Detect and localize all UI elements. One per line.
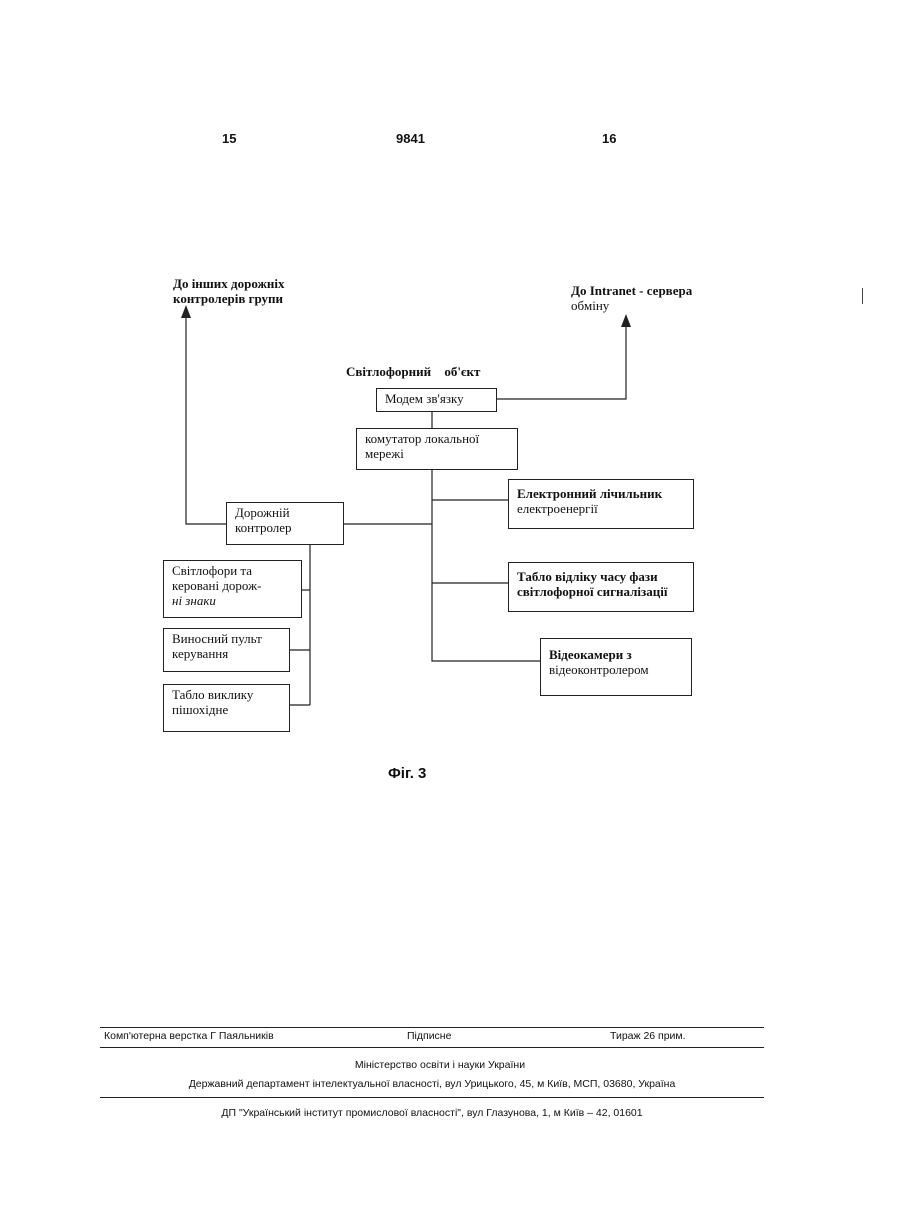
footer-department: Державний департамент інтелектуальної вл…	[0, 1078, 864, 1090]
video-cameras-box: Відеокамери з відеоконтролером	[540, 638, 692, 696]
pedestrian-board-box: Табло виклику пішохідне	[163, 684, 290, 732]
phase-timer-board-box: Табло відліку часу фази світлофорної сиг…	[508, 562, 694, 612]
footer-rule-bottom	[100, 1097, 764, 1098]
arrowhead-left	[181, 305, 191, 318]
footer-ministry: Міністерство освіти і науки України	[0, 1059, 880, 1071]
modem-box: Модем зв'язку	[376, 388, 497, 412]
footer-layout-credit: Комп'ютерна верстка Г Паяльників	[104, 1030, 274, 1042]
footer-circulation: Тираж 26 прим.	[610, 1030, 686, 1042]
connector-controller-to-other	[186, 314, 226, 524]
energy-meter-box: Електронний лічильник електроенергії	[508, 479, 694, 529]
footer-institute: ДП "Український інститут промислової вла…	[0, 1107, 864, 1119]
road-controller-box: Дорожній контролер	[226, 502, 344, 545]
footer-rule-middle	[100, 1047, 764, 1048]
traffic-lights-box: Світлофори та керовані дорож- ні знаки	[163, 560, 302, 618]
figure-caption: Фіг. 3	[388, 765, 426, 782]
label-other-controllers: До інших дорожніх контролерів групи	[173, 276, 285, 306]
switch-box: комутатор локальної мережі	[356, 428, 518, 470]
arrowhead-right	[621, 314, 631, 327]
footer-rule-top	[100, 1027, 764, 1028]
connector-modem-to-intranet	[497, 322, 626, 399]
remote-panel-box: Виносний пульт керування	[163, 628, 290, 672]
footer-signed: Підписне	[407, 1030, 451, 1042]
label-intranet-server: До Intranet - сервера обміну	[571, 283, 692, 313]
object-title: Світлофорний об'єкт	[346, 364, 480, 379]
